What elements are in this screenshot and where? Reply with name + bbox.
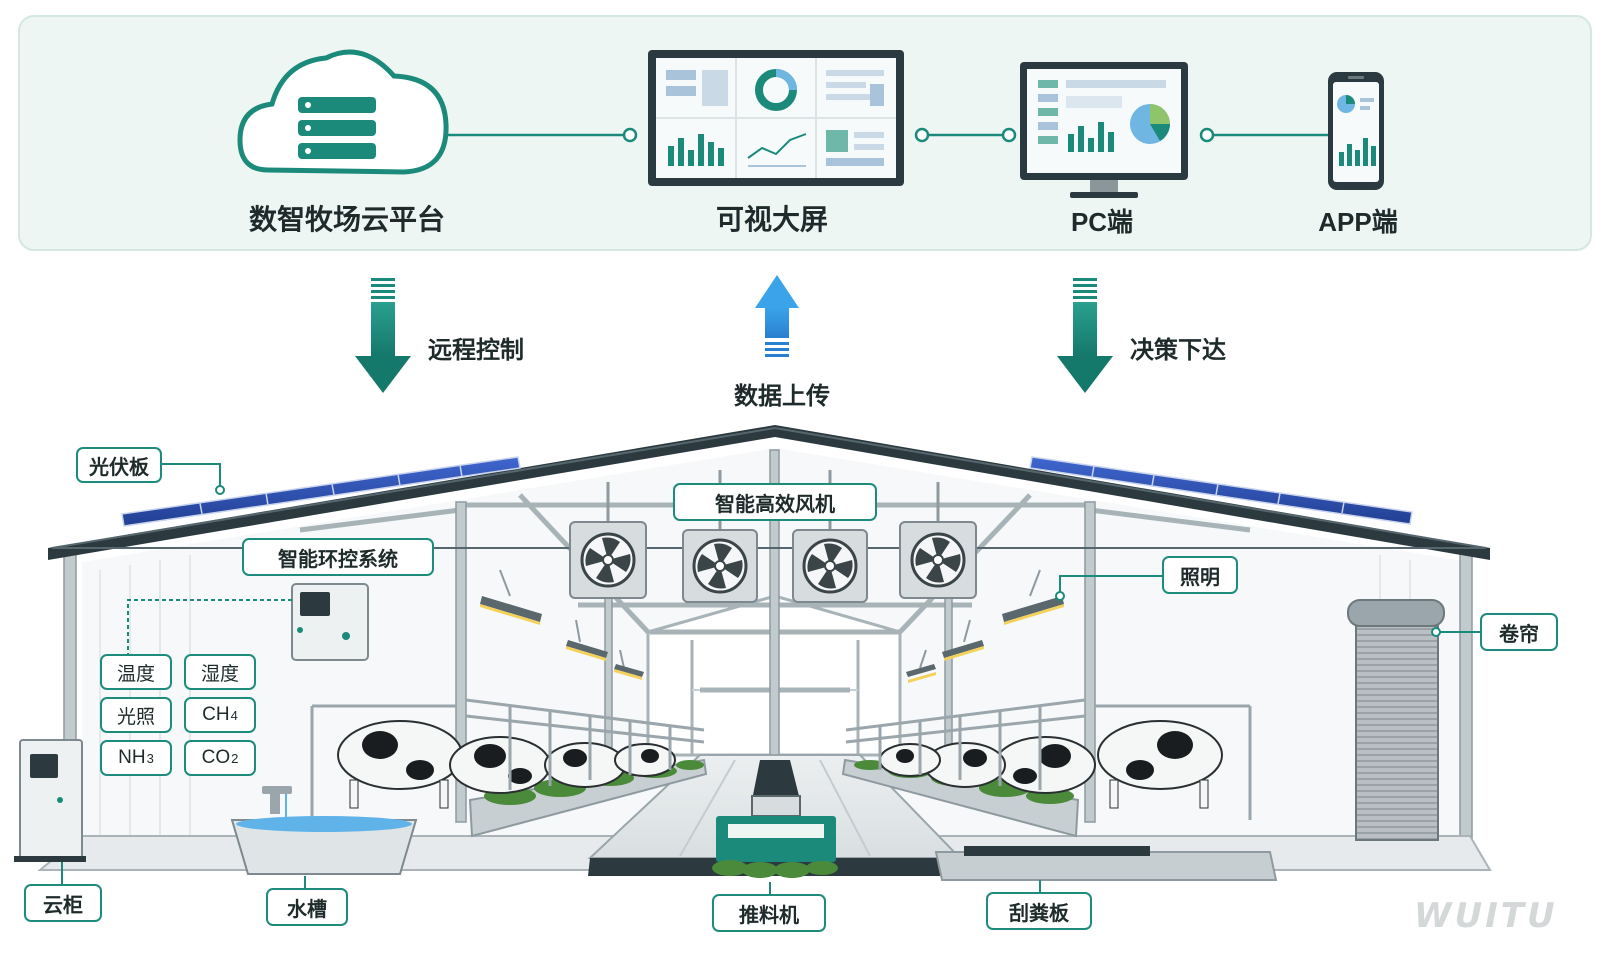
sensor-ch4-sub: 4 xyxy=(230,707,238,723)
remote-control-arrow xyxy=(355,278,411,393)
cloud-cabinet xyxy=(14,739,86,862)
mobile-phone-icon xyxy=(1328,72,1384,190)
env-control-box xyxy=(291,583,369,661)
cloud-server-icon xyxy=(237,49,449,175)
pc-monitor-icon xyxy=(1020,62,1188,198)
remote-control-label: 远程控制 xyxy=(428,337,524,364)
big-screen-label: 可视大屏 xyxy=(715,204,829,235)
sensor-temperature: 温度 xyxy=(100,654,172,690)
decision-arrow xyxy=(1057,278,1113,393)
data-upload-arrow xyxy=(755,275,799,357)
pc-client-label: PC端 xyxy=(1070,207,1134,237)
callout-leaders xyxy=(61,463,1480,894)
sensor-co2-main: CO xyxy=(201,747,231,768)
roller-curtain xyxy=(1347,599,1445,841)
scraper-callout: 刮粪板 xyxy=(986,892,1092,930)
solar-panel-callout: 光伏板 xyxy=(76,447,162,483)
sensor-ch4-main: CH xyxy=(202,704,230,725)
stall-railings xyxy=(310,698,1252,820)
solar-panels xyxy=(121,456,1413,527)
watermark: WUITU xyxy=(1414,896,1558,936)
ceiling-lights xyxy=(480,569,1064,683)
cows-right xyxy=(879,720,1223,809)
platform-connectors xyxy=(446,127,1330,143)
feed-pusher-callout: 推料机 xyxy=(712,894,826,932)
lighting-callout: 照明 xyxy=(1162,556,1238,594)
fans-callout: 智能高效风机 xyxy=(673,483,877,521)
env-control-connector xyxy=(127,599,292,654)
sensor-light: 光照 xyxy=(100,697,172,733)
water-trough xyxy=(230,786,418,875)
water-trough-callout: 水槽 xyxy=(266,888,348,926)
cows-left xyxy=(337,720,676,809)
cloud-platform-label: 数智牧场云平台 xyxy=(248,204,446,235)
dashboard-screen-icon xyxy=(648,50,904,186)
app-client-label: APP端 xyxy=(1318,207,1398,237)
env-control-callout: 智能环控系统 xyxy=(242,538,434,576)
sensor-co2-sub: 2 xyxy=(231,750,239,766)
sensor-nh3-sub: 3 xyxy=(146,750,154,766)
data-upload-label: 数据上传 xyxy=(734,383,830,410)
cloud-cabinet-callout: 云柜 xyxy=(24,884,102,922)
curtain-callout: 卷帘 xyxy=(1480,613,1558,651)
sensor-humidity: 湿度 xyxy=(184,654,256,690)
feed-pusher xyxy=(712,795,838,878)
decision-label: 决策下达 xyxy=(1130,337,1226,364)
sensor-nh3-main: NH xyxy=(118,747,146,768)
